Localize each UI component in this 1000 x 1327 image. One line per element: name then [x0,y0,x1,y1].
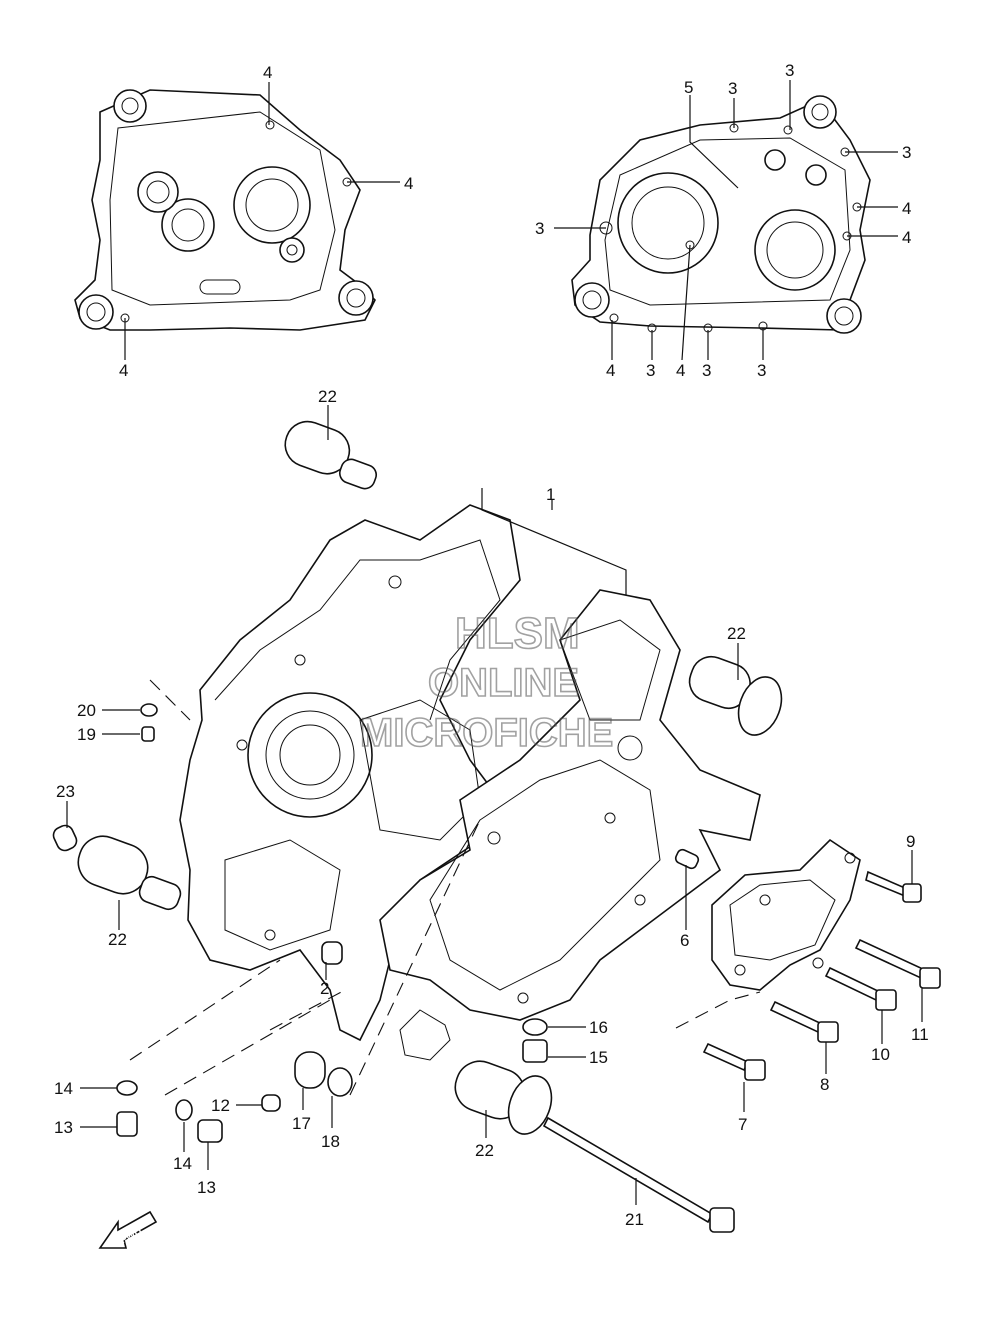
callout-4: 4 [263,63,272,82]
callout-9: 9 [906,832,915,851]
callout-10: 10 [871,1045,890,1064]
watermark-line-3: MICROFICHE [360,711,613,755]
callout-3: 3 [757,361,766,380]
callout-19: 19 [77,725,96,744]
callout-23: 23 [56,782,75,801]
callout-21: 21 [625,1210,644,1229]
callout-18: 18 [321,1132,340,1151]
callout-3: 3 [902,143,911,162]
callout-20: 20 [77,701,96,720]
callout-14: 14 [54,1079,73,1098]
callout-22: 22 [318,387,337,406]
callout-13: 13 [197,1178,216,1197]
callout-4: 4 [404,174,413,193]
callout-8: 8 [820,1075,829,1094]
oil-seals-22 [77,420,783,1135]
callout-15: 15 [589,1048,608,1067]
callout-5: 5 [684,78,693,97]
callout-14: 14 [173,1154,192,1173]
callout-3: 3 [646,361,655,380]
oil-seal-bottom [454,1060,553,1135]
callout-16: 16 [589,1018,608,1037]
callout-12: 12 [211,1096,230,1115]
callout-6: 6 [680,931,689,950]
callout-3: 3 [785,61,794,80]
callout-3: 3 [702,361,711,380]
oil-seal-top [284,420,378,490]
callout-11: 11 [911,1025,929,1044]
crankcase-assembly [179,504,761,1061]
callout-22: 22 [475,1141,494,1160]
crankcase-cover-and-bolts [542,838,941,1233]
callout-22: 22 [108,930,127,949]
callout-2: 2 [320,979,329,998]
crankcase-right-half-view [571,95,871,334]
callout-22: 22 [727,624,746,643]
oil-seal-right [688,655,783,736]
callout-4: 4 [119,361,128,380]
watermark-line-2: ONLINE [428,661,579,705]
callout-4: 4 [676,361,685,380]
oil-seal-left [77,835,182,911]
callout-1: 1 [546,485,555,504]
callout-labels: 4 4 4 5 3 3 3 4 3 4 4 3 4 3 3 22 1 22 20… [54,61,929,1229]
watermark-line-1: HLSM [455,609,580,658]
fwd-arrow: FWD [98,1210,158,1249]
crankcase-left-half-view [74,89,376,331]
callout-17: 17 [292,1114,311,1133]
watermark: HLSM ONLINE MICROFICHE [359,608,614,756]
callout-3: 3 [728,79,737,98]
leader-lines [66,80,923,1205]
small-fasteners [52,703,548,1143]
callout-4: 4 [902,228,911,247]
callout-4: 4 [606,361,615,380]
callout-4: 4 [902,199,911,218]
callout-3: 3 [535,219,544,238]
callout-7: 7 [738,1115,747,1134]
callout-13: 13 [54,1118,73,1137]
